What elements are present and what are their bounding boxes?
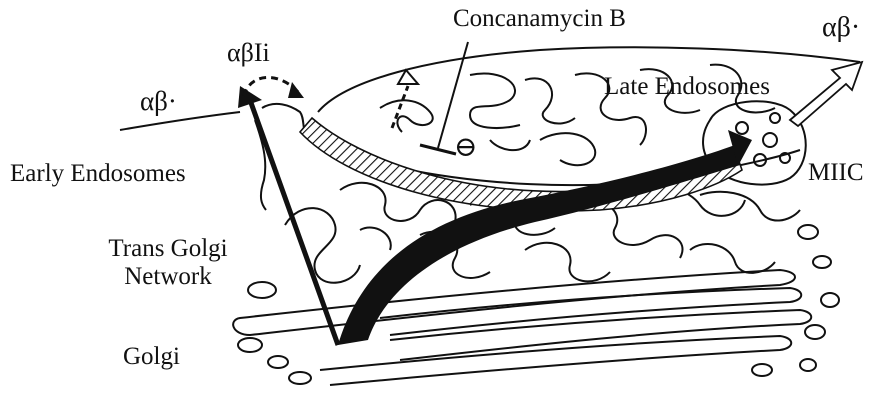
vesicle	[805, 325, 825, 339]
tgn-label-line1: Trans Golgi	[98, 236, 238, 261]
vesicle	[813, 256, 831, 268]
miic-label: MIIC	[808, 160, 864, 185]
tgn-label-line2: Network	[98, 264, 238, 289]
late-endosome-tubule-5	[540, 133, 595, 165]
tgn-tubule-9	[700, 192, 800, 221]
tgn-tubule-10	[360, 228, 391, 250]
vesicle	[752, 364, 772, 376]
tgn-tubule-5	[525, 243, 610, 282]
miic-vesicle	[770, 113, 780, 123]
inhibition-symbol: ⊖	[454, 134, 477, 162]
tgn-tubule-8	[690, 244, 775, 273]
vesicle	[289, 372, 311, 384]
alpha-beta-surface-label: αβ·	[822, 14, 860, 42]
late-endosomes-label: Late Endosomes	[604, 74, 770, 99]
early-endosomes-label: Early Endosomes	[10, 161, 186, 186]
late-endosome-tubule-2	[470, 74, 520, 128]
alpha-beta-membrane-label: αβ·	[140, 88, 177, 115]
plasma-membrane	[120, 112, 240, 130]
miic-vesicle	[763, 133, 777, 147]
late-endosome-tubule-3	[525, 78, 575, 123]
tgn-tubule-1	[285, 208, 360, 283]
vesicle	[800, 359, 816, 371]
late-endosome-outline	[318, 47, 860, 112]
vesicle	[821, 293, 839, 307]
golgi-label: Golgi	[123, 344, 180, 369]
vesicle	[238, 338, 262, 352]
concanamycin-label: Concanamycin B	[453, 6, 626, 31]
vesicle	[798, 225, 818, 239]
late-endosome-tubule-1	[380, 100, 433, 132]
alpha-beta-ii-label: αβIi	[227, 40, 270, 66]
vesicle	[268, 356, 288, 368]
dashed-open-arrow	[392, 86, 408, 128]
golgi-cisterna-1	[233, 270, 795, 335]
miic-to-surface-arrow	[790, 62, 862, 126]
miic-vesicle	[736, 122, 748, 134]
endocytosis-arrowhead	[288, 82, 304, 98]
late-endosome-tubule-8	[490, 140, 530, 150]
vesicle	[248, 282, 276, 298]
